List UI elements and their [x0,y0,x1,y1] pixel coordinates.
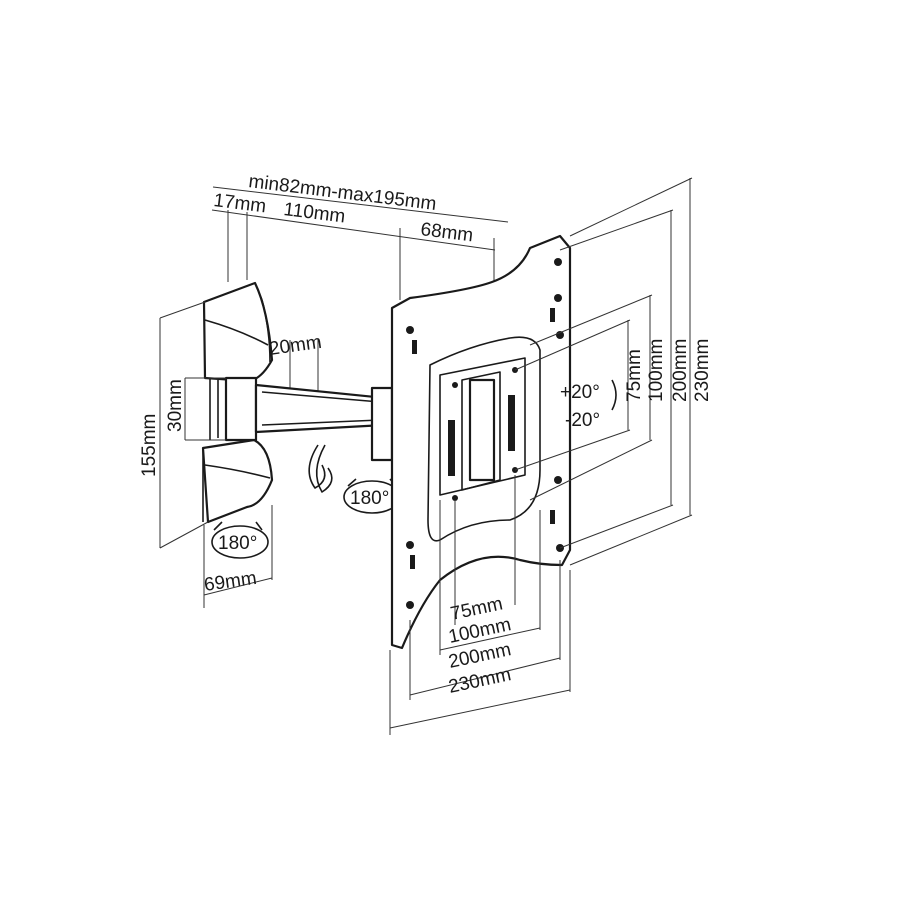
vesa-v-75-label: 75mm [624,349,645,402]
arm-offset-label: 20mm [268,332,323,360]
horizontal-dimension-lines [389,475,571,735]
seg1-label: 17mm [212,190,267,217]
arm-height-label: 30mm [165,379,186,432]
vesa-v-100-label: 100mm [646,339,667,402]
wall-plate [201,281,274,524]
swing-arm [254,383,394,493]
wall-swivel-label: 180° [218,533,257,554]
tv-plate [390,234,572,650]
tilt-up-label: +20° [560,382,600,403]
vertical-dimension-lines [514,177,693,566]
plate-width-label: 69mm [203,568,258,596]
seg3-label: 68mm [419,219,474,246]
vesa-v-200-label: 200mm [670,339,691,402]
seg2-label: 110mm [282,199,346,227]
tilt-down-label: -20° [565,410,600,431]
arm-swivel-label: 180° [350,488,389,509]
vesa-v-230-label: 230mm [692,339,713,402]
wall-plate-dimension-lines [159,301,319,608]
wall-swivel-arrow [211,521,269,559]
top-dimension-lines [211,186,509,300]
plate-height-label: 155mm [139,414,160,477]
tilt-arrow [611,379,617,411]
